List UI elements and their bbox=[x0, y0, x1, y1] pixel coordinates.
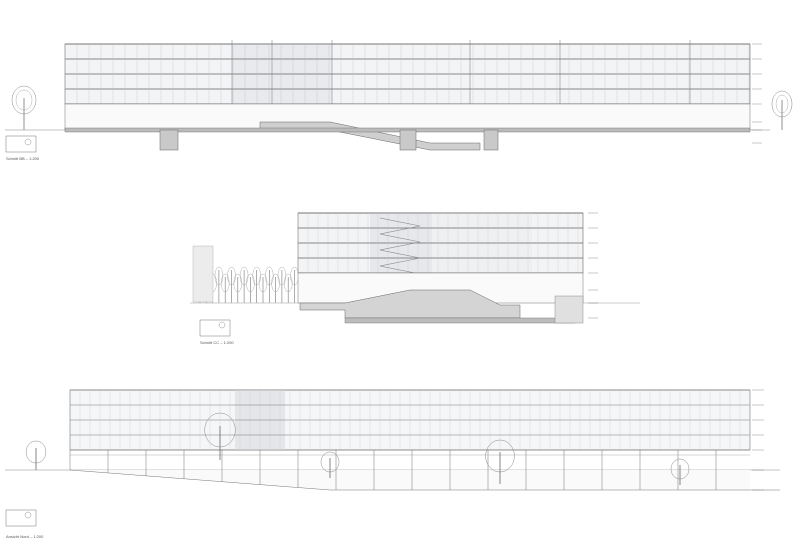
facade-floor-bands bbox=[69, 389, 751, 451]
cc-level-markers bbox=[588, 212, 598, 319]
terrain-slope bbox=[70, 470, 750, 490]
terrain-line bbox=[69, 469, 331, 491]
colonnade bbox=[69, 450, 750, 490]
section-cc: Schnitt CC – 1:200 bbox=[190, 212, 640, 345]
key-plan-north bbox=[5, 509, 37, 527]
cc-basement-slab bbox=[344, 317, 576, 324]
caption-section-cc: Schnitt CC – 1:200 bbox=[200, 340, 234, 345]
ground-floor-band bbox=[64, 103, 751, 131]
stair-flight bbox=[379, 217, 421, 275]
key-plan-bb bbox=[5, 135, 37, 153]
tree-left bbox=[11, 85, 37, 130]
tree-right bbox=[771, 90, 793, 130]
caption-section-bb: Schnitt BB – 1:200 bbox=[6, 156, 40, 161]
caption-elevation-north: Ansicht Nord – 1:200 bbox=[6, 534, 44, 539]
elevation-north: Ansicht Nord – 1:200 bbox=[5, 389, 780, 539]
section-bb: Schnitt BB – 1:200 bbox=[5, 40, 793, 161]
key-plan-cc bbox=[199, 319, 231, 337]
north-arrow-icon bbox=[24, 511, 32, 519]
cc-basement-room bbox=[554, 295, 584, 324]
tree-crown bbox=[25, 440, 47, 464]
foundation-3 bbox=[483, 129, 499, 151]
north-arrow-icon bbox=[24, 138, 32, 146]
cc-ramp bbox=[299, 289, 521, 319]
elev-level-markers bbox=[752, 389, 764, 491]
tree-crown bbox=[670, 458, 690, 480]
foundation-2 bbox=[399, 129, 417, 151]
north-arrow-icon bbox=[218, 321, 226, 329]
tree-crown bbox=[485, 439, 515, 473]
tree-crown bbox=[320, 451, 340, 473]
facade-trees bbox=[25, 412, 690, 485]
foundation-1 bbox=[159, 129, 179, 151]
level-markers bbox=[752, 43, 762, 144]
background-building bbox=[192, 245, 214, 303]
tree-crown bbox=[204, 412, 236, 448]
